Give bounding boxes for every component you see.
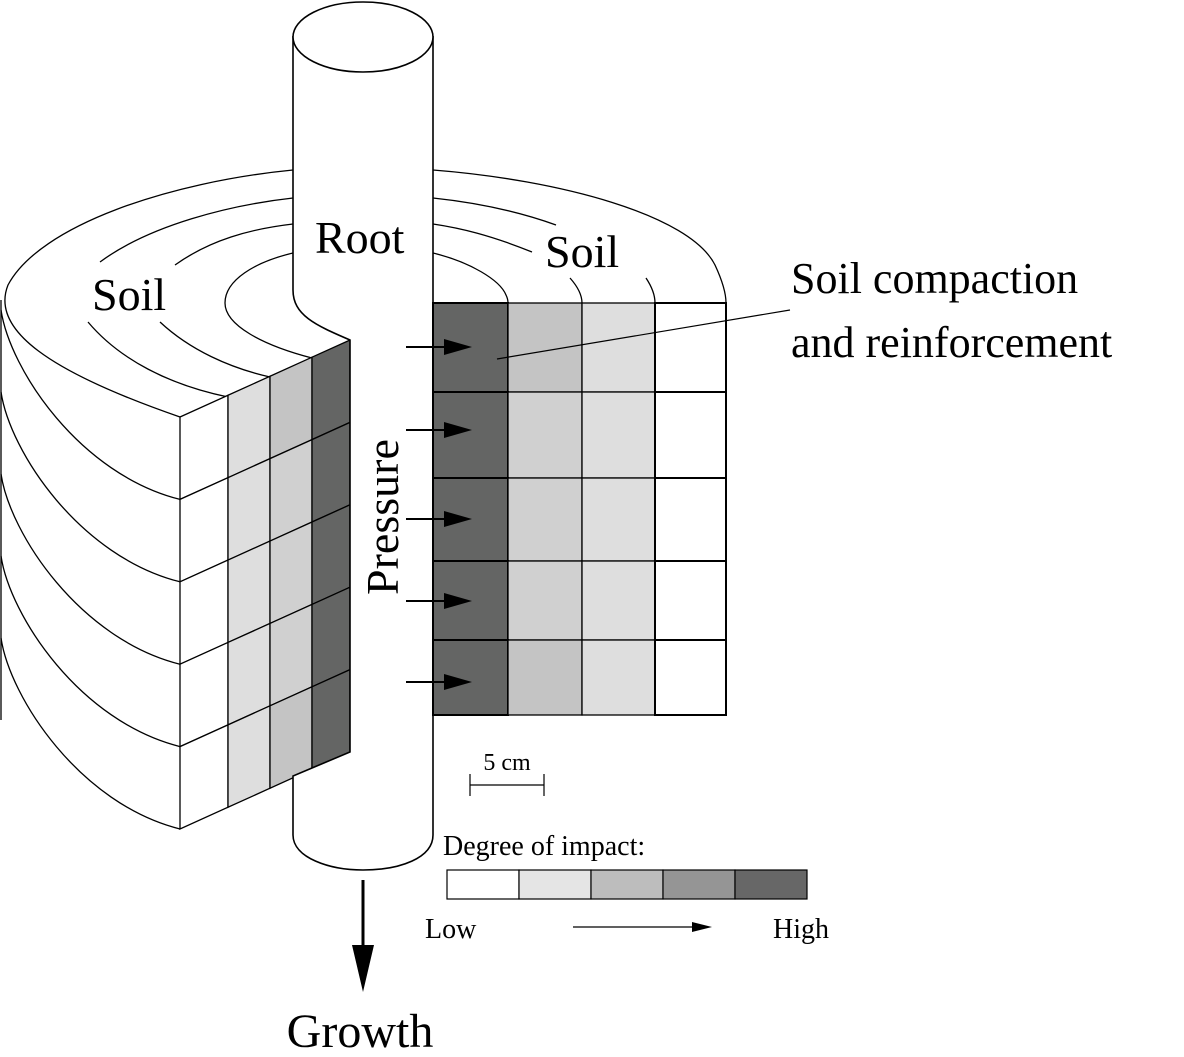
right-grid-cell — [507, 560, 583, 641]
soil-ring-3-right-lower — [569, 277, 583, 304]
soil-ring-2-left-lower — [87, 321, 229, 398]
legend-swatch — [518, 869, 592, 900]
right-grid-cell — [581, 560, 656, 641]
right-grid-cell — [581, 302, 656, 393]
pressure-label: Pressure — [357, 439, 408, 595]
legend-swatch — [590, 869, 664, 900]
right-grid-cell — [507, 391, 583, 479]
soil-ring-2-right — [432, 197, 557, 226]
right-grid-cell — [432, 639, 509, 716]
pressure-arrows — [406, 339, 472, 690]
right-grid-cell — [654, 477, 727, 562]
legend-title: Degree of impact: — [443, 831, 645, 862]
pressure-arrowhead-icon — [444, 422, 472, 438]
root-label: Root — [315, 212, 405, 263]
right-grid-cell — [507, 302, 583, 393]
left-layer-edge — [0, 555, 181, 748]
pressure-arrowhead-icon — [444, 674, 472, 690]
soil-ring-2-left — [99, 197, 294, 263]
soil-ring-2-right-lower — [645, 277, 656, 304]
left-layer-edge — [0, 473, 181, 665]
annotation-leader-line — [496, 309, 791, 360]
left-soil-block — [0, 300, 351, 831]
legend-swatch — [662, 869, 736, 900]
soil-outer-ring — [4, 169, 294, 418]
soil-ring-4-right — [432, 252, 509, 304]
right-grid-cell — [654, 639, 727, 716]
scale-bar-label: 5 cm — [483, 750, 531, 776]
right-grid-cell — [507, 477, 583, 562]
pressure-arrowhead-icon — [444, 593, 472, 609]
annotation-line-2: and reinforcement — [791, 318, 1112, 367]
root-top-ellipse — [292, 1, 434, 73]
legend-low-label: Low — [425, 914, 477, 945]
right-soil-grid — [432, 302, 727, 716]
legend-direction-arrow-icon — [692, 922, 712, 932]
left-layer-edge — [0, 637, 181, 830]
soil-ring-4-left — [224, 252, 313, 359]
left-layer-edge — [0, 309, 181, 501]
scale-bar: 5 cm — [469, 750, 545, 796]
soil-right-label: Soil — [545, 226, 619, 277]
root-cylinder — [292, 1, 434, 871]
legend-high-label: High — [773, 914, 829, 945]
soil-ring-3-left-lower — [159, 321, 271, 378]
soil-left-label: Soil — [92, 269, 166, 320]
soil-ring-3-right — [432, 223, 533, 253]
growth-arrow — [352, 880, 374, 992]
root-body — [292, 36, 434, 871]
right-grid-cell — [654, 560, 727, 641]
right-grid-cell — [581, 639, 656, 716]
growth-label: Growth — [287, 1005, 434, 1057]
pressure-arrowhead-icon — [444, 339, 472, 355]
right-grid-cell — [507, 639, 583, 716]
right-grid-cell — [654, 391, 727, 479]
legend-swatch — [446, 869, 520, 900]
right-grid-cell — [581, 477, 656, 562]
growth-arrowhead-icon — [352, 945, 374, 992]
left-layer-edge — [0, 391, 181, 583]
pressure-arrowhead-icon — [444, 511, 472, 527]
legend: Degree of impact: Low High — [425, 831, 829, 945]
soil-top-arcs — [4, 169, 727, 418]
annotation-line-1: Soil compaction — [791, 254, 1078, 303]
soil-ring-3-left — [174, 223, 294, 266]
right-grid-cell — [654, 302, 727, 393]
legend-swatch — [734, 869, 808, 900]
right-grid-cell — [581, 391, 656, 479]
soil-outer-ring-right — [432, 169, 727, 304]
